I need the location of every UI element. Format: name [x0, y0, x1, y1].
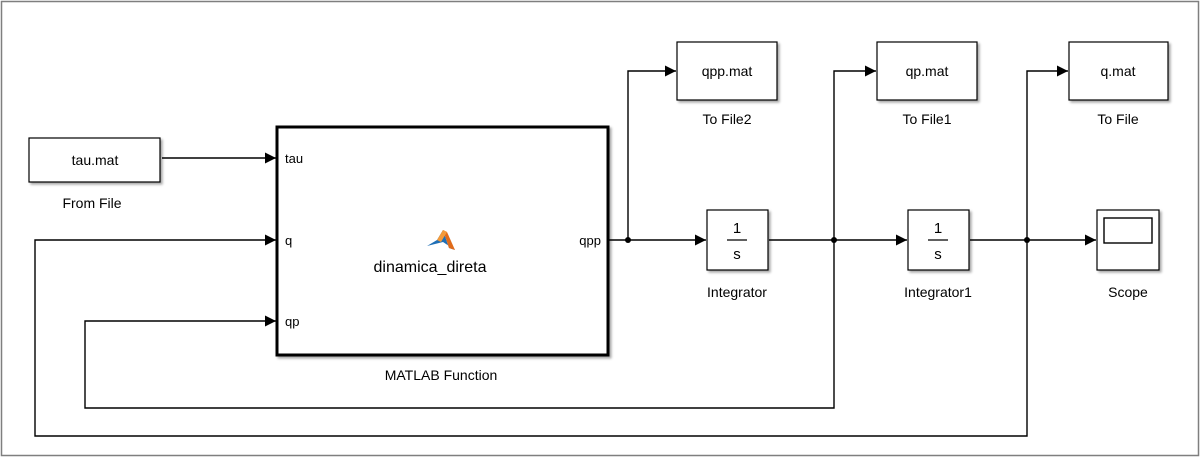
from-file-content: tau.mat: [72, 152, 119, 168]
integrator1-denominator: s: [934, 246, 942, 263]
integrator-numerator: 1: [733, 220, 741, 237]
integrator-block[interactable]: 1 s: [706, 209, 769, 271]
matlab-logo-icon: [427, 230, 455, 250]
matlab-function-label: MATLAB Function: [385, 367, 498, 383]
scope-block[interactable]: [1096, 209, 1160, 271]
junction-qpp: [625, 237, 631, 243]
port-q-label: q: [285, 233, 292, 248]
line-qp-feedback[interactable]: [84, 240, 835, 409]
to-file-content: q.mat: [1100, 63, 1135, 79]
matlab-function-block[interactable]: tau q qp qpp dinamica_direta: [275, 125, 610, 357]
integrator-denominator: s: [733, 246, 741, 263]
line-qp-to-tofile1[interactable]: [833, 65, 876, 240]
to-file-label: To File: [1097, 111, 1138, 127]
integrator1-numerator: 1: [934, 220, 942, 237]
integrator1-label: Integrator1: [904, 284, 972, 300]
integrator1-block[interactable]: 1 s: [907, 209, 970, 271]
port-tau-label: tau: [285, 151, 303, 166]
line-qpp-to-tofile2[interactable]: [627, 65, 676, 240]
junctions: [625, 237, 1030, 243]
to-file1-block[interactable]: qp.mat: [876, 41, 978, 101]
signal-lines: [34, 65, 1096, 437]
from-file-label: From File: [62, 195, 121, 211]
to-file2-content: qpp.mat: [702, 63, 753, 79]
scope-label: Scope: [1108, 284, 1148, 300]
to-file2-label: To File2: [702, 111, 751, 127]
junction-qp: [831, 237, 837, 243]
line-q-to-tofile[interactable]: [1026, 65, 1068, 240]
to-file-block[interactable]: q.mat: [1068, 41, 1169, 101]
port-qpp-label: qpp: [579, 233, 601, 248]
from-file-block[interactable]: tau.mat: [28, 137, 161, 183]
integrator-label: Integrator: [707, 284, 767, 300]
matlab-function-name: dinamica_direta: [374, 259, 487, 276]
to-file1-label: To File1: [902, 111, 951, 127]
scope-screen-icon: [1103, 217, 1153, 244]
to-file1-content: qp.mat: [906, 63, 949, 79]
line-q-feedback[interactable]: [34, 234, 1028, 437]
to-file2-block[interactable]: qpp.mat: [676, 41, 778, 101]
port-qp-label: qp: [285, 314, 299, 329]
junction-q: [1024, 237, 1030, 243]
